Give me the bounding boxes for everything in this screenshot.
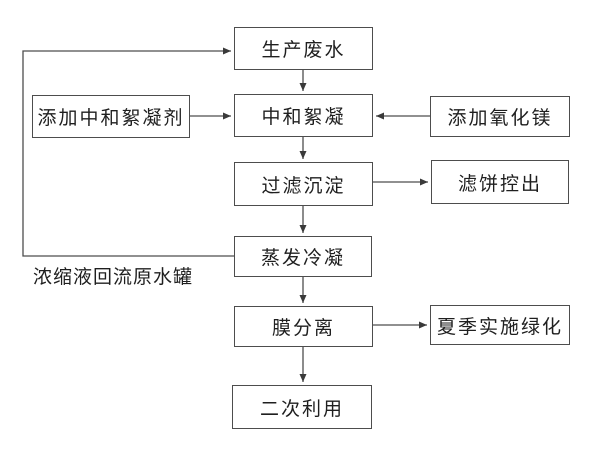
node-neutralization-flocculation-label: 中和絮凝 (261, 106, 346, 128)
node-membrane-separation-label: 膜分离 (271, 317, 335, 339)
node-add-magnesium-oxide-label: 添加氧化镁 (447, 107, 553, 129)
node-filtration-sedimentation-label: 过滤沉淀 (261, 174, 346, 197)
node-filter-cake-discharge: 滤饼控出 (431, 160, 569, 204)
node-neutralization-flocculation: 中和絮凝 (234, 94, 373, 137)
node-secondary-use: 二次利用 (232, 385, 372, 429)
node-evaporation-condensation-label: 蒸发冷凝 (260, 247, 345, 269)
node-secondary-use-label: 二次利用 (259, 397, 344, 420)
node-production-wastewater: 生产废水 (234, 27, 373, 70)
node-add-magnesium-oxide: 添加氧化镁 (430, 96, 570, 137)
node-evaporation-condensation: 蒸发冷凝 (234, 236, 372, 277)
recycle-loop-annotation: 浓缩液回流原水罐 (33, 266, 194, 288)
node-filter-cake-discharge-label: 滤饼控出 (457, 172, 542, 195)
node-filtration-sedimentation: 过滤沉淀 (234, 162, 373, 206)
node-production-wastewater-label: 生产废水 (261, 39, 346, 61)
node-summer-greening-label: 夏季实施绿化 (436, 315, 563, 338)
node-add-neutralizing-flocculant: 添加中和絮凝剂 (32, 95, 190, 138)
edge-recycle-loop-to-production-arrow (22, 47, 234, 257)
node-summer-greening: 夏季实施绿化 (430, 305, 570, 345)
node-membrane-separation: 膜分离 (234, 306, 373, 347)
node-add-neutralizing-flocculant-label: 添加中和絮凝剂 (37, 107, 185, 129)
